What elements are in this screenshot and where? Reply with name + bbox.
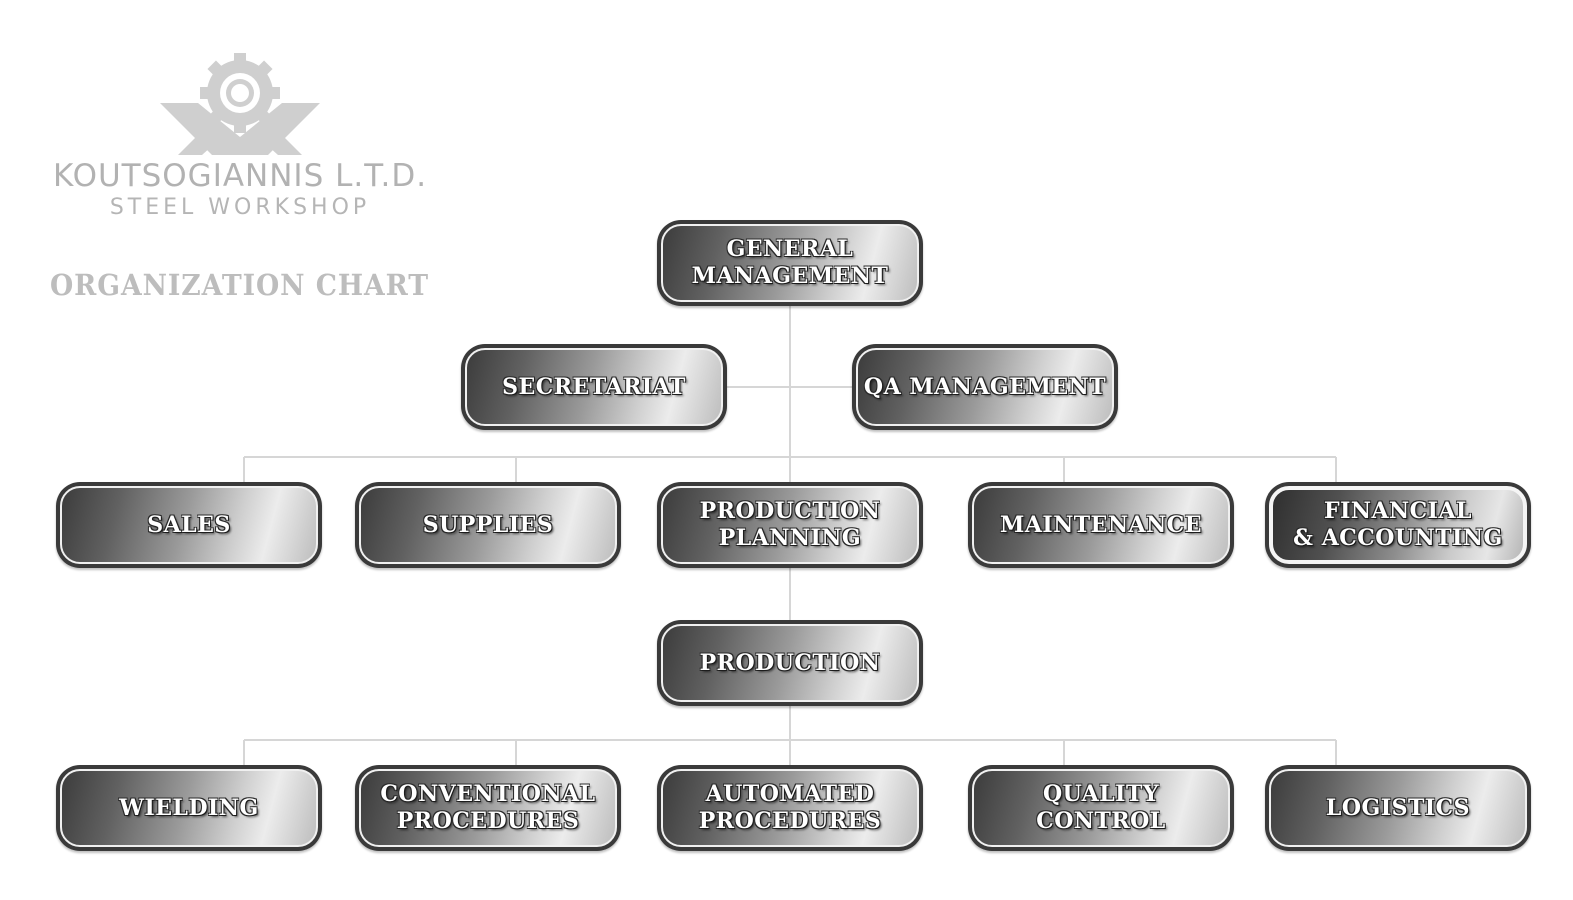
node-quality-control: QUALITY CONTROL: [968, 765, 1234, 851]
company-subtitle: STEEL WORKSHOP: [109, 195, 371, 220]
node-label: FINANCIAL & ACCOUNTING: [1293, 498, 1503, 551]
node-label: MAINTENANCE: [999, 511, 1203, 538]
node-automated-procedures: AUTOMATED PROCEDURES: [657, 765, 923, 851]
node-financial-accounting: FINANCIAL & ACCOUNTING: [1265, 482, 1531, 568]
node-label: GENERAL MANAGEMENT: [691, 236, 889, 289]
node-conventional-procedures: CONVENTIONAL PROCEDURES: [355, 765, 621, 851]
node-qa-management: QA MANAGEMENT: [852, 344, 1118, 430]
node-label: AUTOMATED PROCEDURES: [698, 781, 882, 834]
company-name: KOUTSOGIANNIS L.T.D.: [52, 158, 428, 194]
node-label: SUPPLIES: [422, 511, 554, 538]
gear-crossed-steel-logo-icon: [160, 53, 320, 155]
node-label: LOGISTICS: [1325, 794, 1471, 821]
node-label: PRODUCTION PLANNING: [699, 498, 881, 551]
node-label: CONVENTIONAL PROCEDURES: [380, 781, 596, 834]
node-general-management: GENERAL MANAGEMENT: [657, 220, 923, 306]
node-label: QUALITY CONTROL: [1036, 781, 1166, 834]
node-supplies: SUPPLIES: [355, 482, 621, 568]
node-secretariat: SECRETARIAT: [461, 344, 727, 430]
node-label: PRODUCTION: [699, 649, 881, 676]
node-label: WIELDING: [119, 794, 259, 821]
node-sales: SALES: [56, 482, 322, 568]
chart-title: ORGANIZATION CHART: [50, 268, 429, 302]
node-production-planning: PRODUCTION PLANNING: [657, 482, 923, 568]
node-maintenance: MAINTENANCE: [968, 482, 1234, 568]
node-label: SECRETARIAT: [502, 373, 686, 400]
node-logistics: LOGISTICS: [1265, 765, 1531, 851]
node-label: SALES: [147, 511, 231, 538]
node-wielding: WIELDING: [56, 765, 322, 851]
node-label: QA MANAGEMENT: [863, 373, 1107, 400]
node-production: PRODUCTION: [657, 620, 923, 706]
